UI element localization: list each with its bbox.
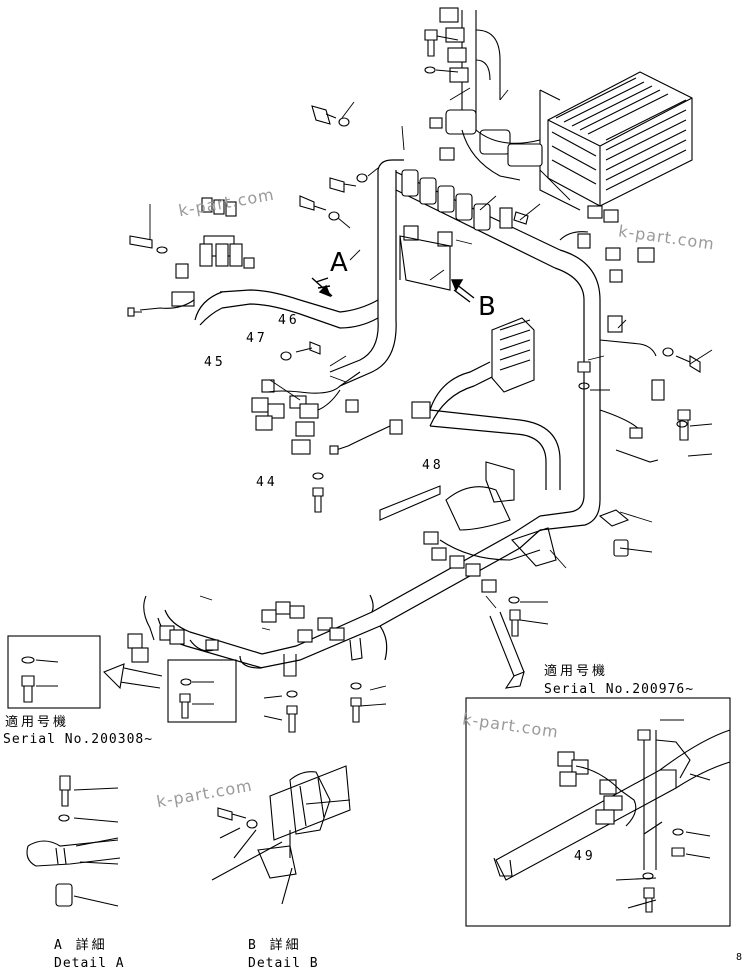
detail-b-title-en: Detail B [248, 956, 319, 971]
right-connectors [559, 205, 665, 463]
lower-left-connectors [127, 595, 345, 663]
serial-left-label-jp: 適用号機 [5, 715, 70, 730]
controller-unit [539, 71, 693, 211]
center-bracket [399, 235, 535, 393]
part-number-49: 49 [574, 849, 596, 864]
part-number-47: 47 [246, 331, 268, 346]
top-connector-stack [429, 7, 543, 181]
serial-right-label-jp: 適用号機 [544, 664, 609, 679]
view-a-label: A [330, 248, 348, 278]
detail-a-drawing [26, 775, 121, 907]
part-number-46: 46 [278, 313, 300, 328]
detail-a-title-jp: A 詳細 [54, 938, 108, 953]
part-number-44: 44 [256, 475, 278, 490]
view-arrows [311, 277, 475, 303]
part-number-45: 45 [204, 355, 226, 370]
upper-left-connectors [127, 197, 255, 317]
main-harness [157, 159, 601, 669]
leader-lines [149, 35, 713, 721]
view-b-label: B [478, 292, 496, 322]
page-number: 8 [736, 952, 743, 963]
harness-48-branch [379, 461, 557, 593]
serial-left-number: Serial No.200308~ [3, 732, 154, 747]
detail-b-title-jp: B 詳細 [248, 938, 302, 953]
detail-a-title-en: Detail A [54, 956, 125, 971]
inset-left [7, 635, 237, 723]
detail-b-drawing [211, 765, 351, 905]
part-number-48: 48 [422, 458, 444, 473]
middle-left-connectors [251, 371, 431, 455]
inset-arrows [103, 611, 525, 690]
inset-right [465, 697, 731, 927]
serial-right-number: Serial No.200976~ [544, 682, 695, 697]
trunk-connectors [401, 169, 513, 247]
